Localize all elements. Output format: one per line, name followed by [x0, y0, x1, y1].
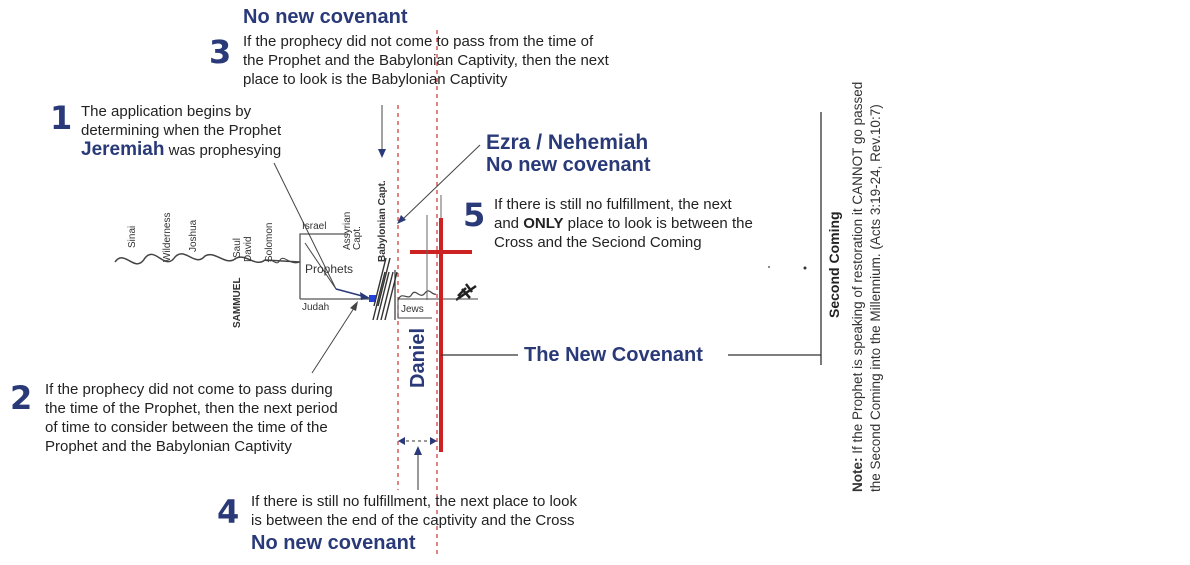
- step3-line: the Prophet and the Babylonian Captivity…: [243, 52, 609, 69]
- step5-only: ONLY: [523, 215, 564, 232]
- label-israel: Israel: [302, 221, 327, 232]
- ezra-heading: No new covenant: [486, 154, 651, 176]
- step1-line: determining when the Prophet: [81, 122, 282, 139]
- step4-line: If there is still no fulfillment, the ne…: [251, 493, 577, 510]
- step5-line2-pre: and: [494, 215, 520, 232]
- step5-line: If there is still no fulfillment, the ne…: [494, 196, 732, 213]
- period-arrow-right: [430, 437, 437, 445]
- jeremiah-pointer: [273, 162, 337, 290]
- step5-line2-post: place to look is between the: [567, 215, 753, 232]
- new-covenant-label: The New Covenant: [524, 344, 703, 366]
- step3-arrowhead: [378, 149, 386, 158]
- note-line1: Note: If the Prophet is speaking of rest…: [849, 82, 867, 492]
- ezra-arrow-line: [401, 144, 481, 221]
- step5-line: Cross and the Seciond Coming: [494, 234, 702, 251]
- label-jews: Jews: [401, 304, 424, 315]
- note-line2: the Second Coming into the Millennium. (…: [868, 104, 883, 492]
- step4-heading: No new covenant: [251, 532, 416, 554]
- period-arrow-left: [398, 437, 405, 445]
- step2-line: of time to consider between the time of …: [45, 419, 328, 436]
- step2-arrow-line: [311, 304, 357, 374]
- step3-number: 3: [209, 33, 232, 71]
- step1-line3: Jeremiah was prophesying: [81, 140, 341, 160]
- figure-symbol: [455, 283, 477, 302]
- step2-arrowhead: [350, 301, 358, 311]
- label-saul: Saul: [232, 237, 243, 258]
- step5-text: If there is still no fulfillment, the ne…: [494, 195, 814, 252]
- step2-line: Prophet and the Babylonian Captivity: [45, 438, 292, 455]
- jeremiah-arrowhead: [360, 292, 370, 300]
- step4-arrowhead: [414, 446, 422, 455]
- dot-2: [768, 266, 770, 268]
- ezra-arrowhead: [397, 215, 406, 224]
- prophets-pointer-1: [304, 242, 337, 290]
- captivity-hatch: [372, 257, 398, 321]
- step3-line: place to look is the Babylonian Captivit…: [243, 71, 508, 88]
- jews-wave: [397, 290, 437, 301]
- step2-text: If the prophecy did not come to pass dur…: [45, 380, 385, 456]
- note-label: Note:: [850, 457, 865, 493]
- step1-suffix: was prophesying: [168, 142, 282, 159]
- second-coming-label: Second Coming: [826, 211, 842, 318]
- step4-line: is between the end of the captivity and …: [251, 512, 575, 529]
- label-joshua: Joshua: [188, 219, 199, 252]
- jeremiah-marker: [369, 295, 376, 302]
- label-david: David: [243, 236, 254, 262]
- step2-number: 2: [10, 379, 33, 417]
- step4-text: If there is still no fulfillment, the ne…: [251, 492, 631, 530]
- step3-text: If the prophecy did not come to pass fro…: [243, 32, 663, 89]
- step5-number: 5: [463, 196, 486, 234]
- step5-line2: and ONLY place to look is between the: [494, 214, 814, 233]
- step4-number: 4: [217, 493, 240, 531]
- ezra-title: Ezra / Nehemiah: [486, 131, 649, 154]
- label-solomon: Solomon: [264, 222, 275, 262]
- step3-heading: No new covenant: [243, 6, 408, 28]
- step1-number: 1: [50, 99, 73, 137]
- step1-text: The application begins by determining wh…: [81, 102, 341, 160]
- label-judah: Judah: [302, 302, 330, 313]
- note-text: Note: If the Prophet is speaking of rest…: [849, 82, 885, 492]
- israel-branch: [299, 233, 348, 262]
- step3-line: If the prophecy did not come to pass fro…: [243, 33, 594, 50]
- step2-line: If the prophecy did not come to pass dur…: [45, 381, 333, 398]
- step2-line: the time of the Prophet, then the next p…: [45, 400, 338, 417]
- label-sammuel: SAMMUEL: [232, 277, 243, 328]
- label-assyrian: Assyrian Capt.: [342, 211, 363, 250]
- label-babylonian: Babylonian Capt.: [377, 180, 388, 262]
- label-prophets: Prophets: [305, 262, 354, 276]
- timeline-wave: [114, 253, 301, 265]
- dot-1: [803, 266, 807, 270]
- timeline-small-wave: [267, 257, 301, 264]
- jeremiah-name: Jeremiah: [81, 139, 165, 160]
- jews-bracket: [397, 300, 432, 319]
- label-sinai: Sinai: [127, 225, 138, 248]
- step1-line: The application begins by: [81, 103, 252, 120]
- note-line1-text: If the Prophet is speaking of restoratio…: [850, 81, 865, 454]
- label-daniel: Daniel: [407, 327, 429, 388]
- label-wilderness: Wilderness: [162, 212, 173, 262]
